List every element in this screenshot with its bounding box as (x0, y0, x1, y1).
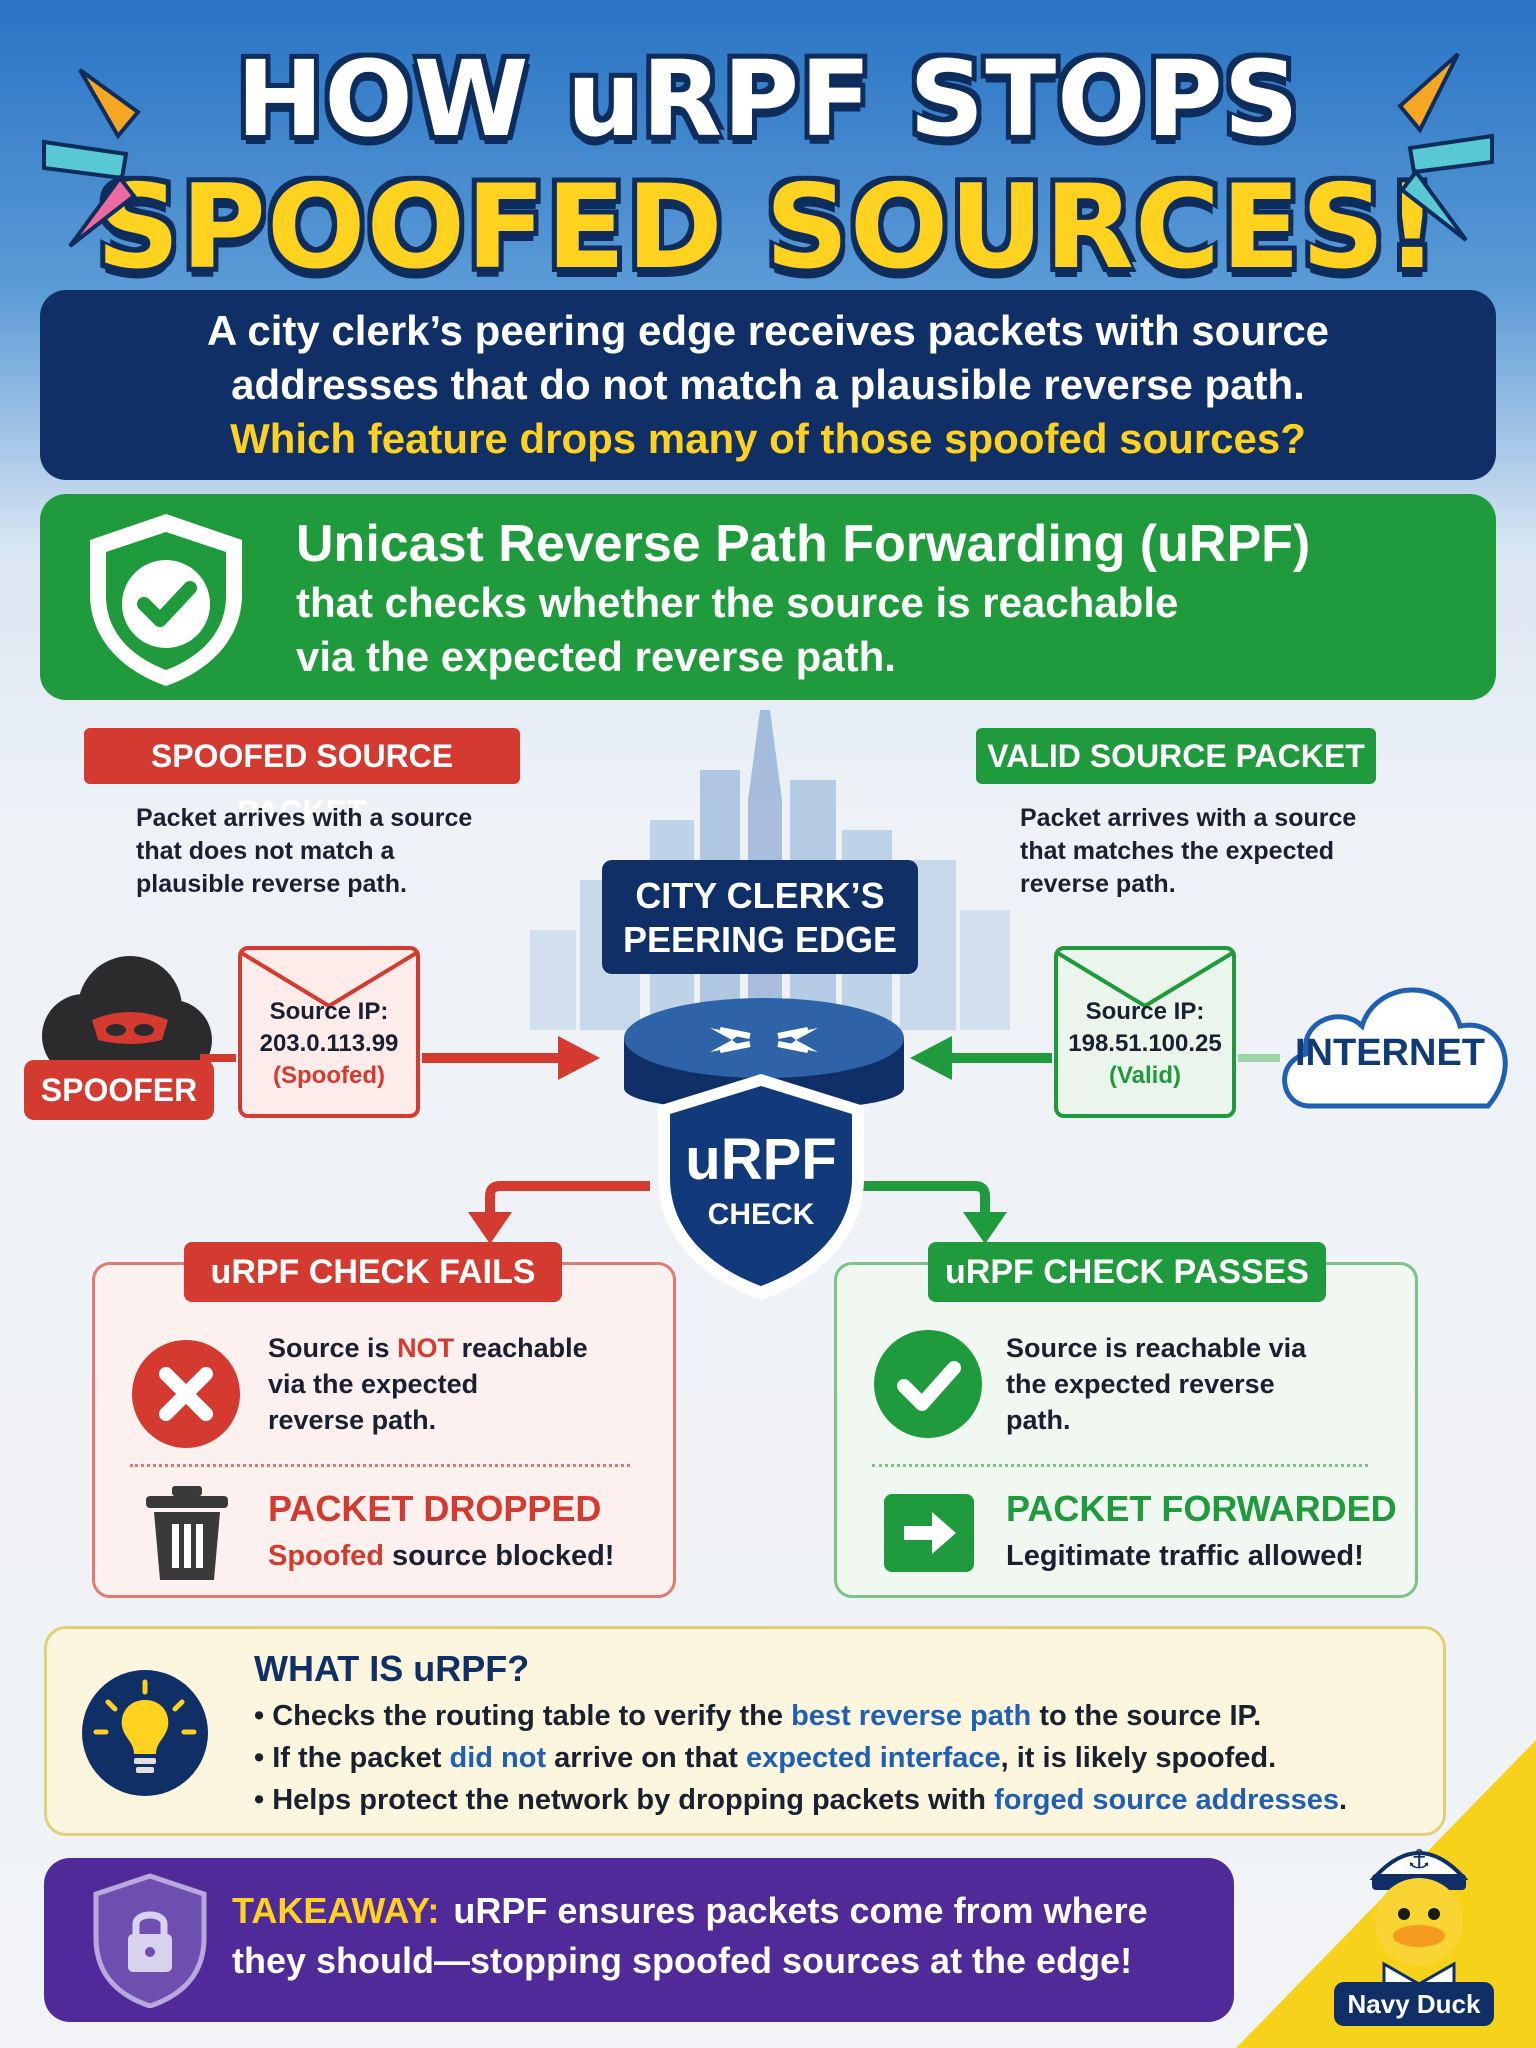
packet-dropped-label: PACKET DROPPED (268, 1488, 602, 1529)
pass-text-line-1: Source is reachable via (1006, 1333, 1307, 1363)
fail-branch-arrowhead (468, 1212, 512, 1244)
internet-label: INTERNET (1295, 1032, 1485, 1074)
question-box: A city clerk’s peering edge receives pac… (40, 290, 1496, 480)
spoofed-packet-description: Packet arrives with a source that does n… (136, 802, 536, 901)
spoofed-desc-line-3: plausible reverse path. (136, 870, 407, 898)
takeaway-line-2: they should—stopping spoofed sources at … (232, 1940, 1133, 1981)
fail-branch-arrow (485, 1181, 650, 1218)
urpf-check-label: CHECK (707, 1198, 815, 1231)
spoofed-arrowhead (558, 1036, 600, 1080)
pass-text-line-3: path. (1006, 1405, 1071, 1435)
burst-left-decoration (42, 68, 141, 248)
urpf-shield-icon (658, 1074, 864, 1300)
what-is-urpf-box (44, 1626, 1446, 1836)
spoofer-label: SPOOFER (24, 1060, 214, 1120)
answer-description: that checks whether the source is reacha… (296, 576, 1396, 684)
lightbulb-icon (82, 1670, 208, 1796)
city-skyline-illustration (530, 710, 1010, 1030)
takeaway-box (44, 1858, 1234, 2022)
valid-source-label: Source IP: (1085, 998, 1205, 1025)
spoofed-source-status: (Spoofed) (273, 1062, 385, 1089)
valid-packet-description: Packet arrives with a source that matche… (1020, 802, 1420, 901)
valid-arrowhead (910, 1036, 952, 1080)
urpf-shield-label: uRPF (685, 1127, 837, 1192)
question-line-2: addresses that do not match a plausible … (231, 361, 1305, 408)
lock-shield-icon (93, 1873, 207, 2008)
question-line-3: Which feature drops many of those spoofe… (230, 415, 1306, 462)
takeaway-line-1: TAKEAWAY:uRPF ensures packets come from … (232, 1890, 1148, 1931)
valid-source-info: Source IP: 198.51.100.25 (Valid) (1052, 996, 1238, 1092)
answer-line-1: that checks whether the source is reacha… (296, 579, 1179, 626)
valid-desc-line-1: Packet arrives with a source (1020, 804, 1357, 832)
fail-text-line-1: Source is NOT reachable (268, 1333, 588, 1363)
takeaway-text: TAKEAWAY:uRPF ensures packets come from … (232, 1886, 1232, 1986)
packet-forwarded-label: PACKET FORWARDED (1006, 1488, 1397, 1529)
peering-edge-line-2: PEERING EDGE (622, 919, 898, 960)
what-is-urpf-title: WHAT IS uRPF? (254, 1648, 530, 1689)
answer-line-2: via the expected reverse path. (296, 633, 896, 680)
shield-check-icon (90, 514, 242, 686)
pass-divider (872, 1464, 1368, 1467)
valid-envelope-icon (1054, 946, 1236, 1118)
valid-desc-line-3: reverse path. (1020, 870, 1176, 898)
internet-cloud-icon (1282, 987, 1508, 1109)
pass-branch-arrowhead (963, 1212, 1007, 1244)
whatis-bullet-3: • Helps protect the network by dropping … (254, 1784, 1348, 1816)
svg-text:⚓: ⚓ (1407, 1845, 1430, 1875)
answer-box: Unicast Reverse Path Forwarding (uRPF) t… (40, 494, 1496, 700)
spoofed-desc-line-2: that does not match a (136, 837, 395, 865)
valid-source-ip: 198.51.100.25 (1068, 1030, 1222, 1057)
arrow-right-icon (884, 1494, 974, 1572)
fail-text-line-3: reverse path. (268, 1405, 437, 1435)
check-passes-tag: uRPF CHECK PASSES (928, 1242, 1326, 1302)
valid-desc-line-2: that matches the expected (1020, 837, 1334, 865)
x-circle-icon (132, 1340, 240, 1448)
spoofed-source-label: Source IP: (269, 998, 389, 1025)
burst-right-decoration (1397, 52, 1494, 242)
navy-duck-label: Navy Duck (1334, 1982, 1494, 2026)
navy-duck-mascot: ⚓ (1369, 1845, 1469, 1988)
check-circle-icon (874, 1330, 982, 1438)
spoofed-envelope-icon (238, 946, 420, 1118)
peering-edge-line-1: CITY CLERK’S (635, 875, 885, 916)
pass-text-line-2: the expected reverse (1006, 1369, 1275, 1399)
spoofed-packet-tag: SPOOFED SOURCE PACKET (84, 728, 520, 830)
title-line-1: HOW uRPF STOPS (236, 38, 1300, 160)
check-fails-text: Source is NOT reachable via the expected… (268, 1330, 628, 1438)
spoofed-source-ip: 203.0.113.99 (259, 1030, 399, 1057)
packet-forwarded-subtext: Legitimate traffic allowed! (1006, 1540, 1364, 1572)
whatis-bullet-1: • Checks the routing table to verify the… (254, 1700, 1262, 1732)
title-line-2: SPOOFED SOURCES! (96, 160, 1440, 295)
check-fails-tag: uRPF CHECK FAILS (184, 1242, 562, 1302)
flow-arrows (200, 1036, 1280, 1300)
answer-heading: Unicast Reverse Path Forwarding (uRPF) (296, 515, 1311, 573)
spoofed-desc-line-1: Packet arrives with a source (136, 804, 473, 832)
question-line-1: A city clerk’s peering edge receives pac… (206, 307, 1330, 354)
router-icon (624, 998, 904, 1111)
valid-packet-tag: VALID SOURCE PACKET (976, 728, 1376, 784)
peering-edge-label: CITY CLERK’S PEERING EDGE (602, 860, 918, 974)
check-passes-text: Source is reachable via the expected rev… (1006, 1330, 1346, 1438)
pass-branch-arrow (860, 1181, 990, 1218)
fail-divider (130, 1464, 630, 1467)
fail-text-line-2: via the expected (268, 1369, 479, 1399)
trash-icon (146, 1486, 228, 1580)
packet-dropped-subtext: Spoofed source blocked! (268, 1540, 615, 1572)
spoofed-source-info: Source IP: 203.0.113.99 (Spoofed) (236, 996, 422, 1092)
whatis-bullet-2: • If the packet did not arrive on that e… (254, 1742, 1277, 1774)
takeaway-label: TAKEAWAY: (232, 1890, 440, 1931)
valid-source-status: (Valid) (1108, 1062, 1181, 1089)
